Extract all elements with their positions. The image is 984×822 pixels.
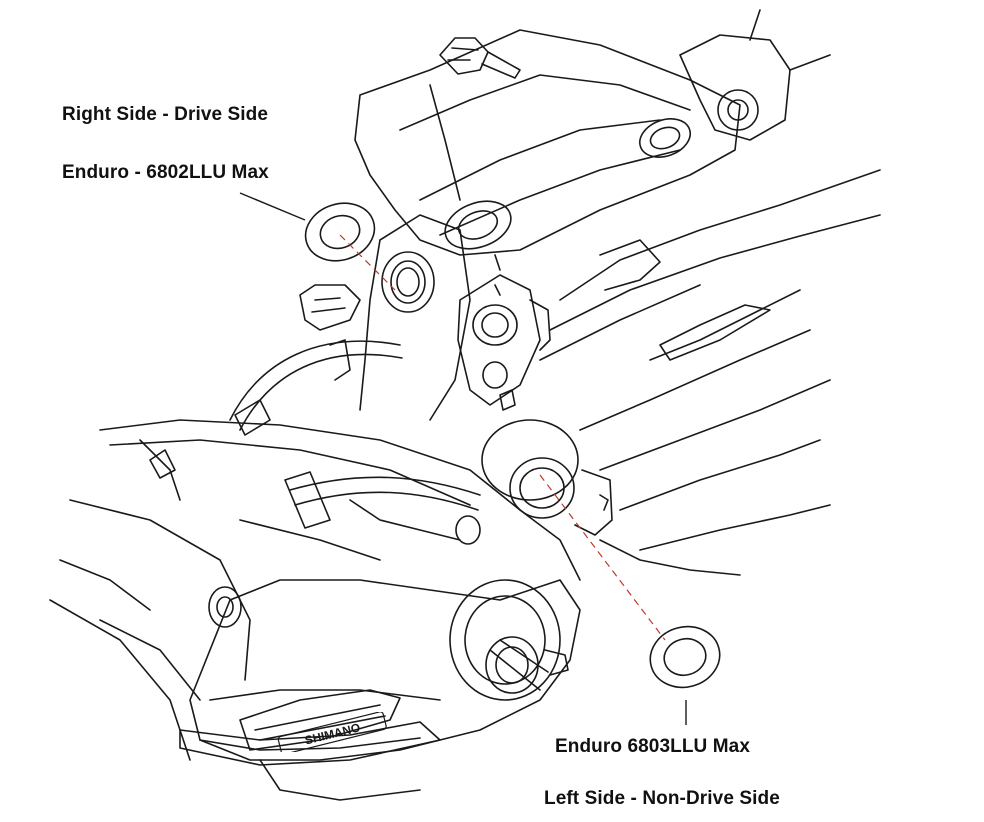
cable-routing <box>229 340 481 529</box>
install-guide-lines <box>339 234 666 641</box>
bearing-6802-icon <box>304 202 376 262</box>
cable-guide-left <box>299 284 361 381</box>
seat-tube <box>359 214 501 421</box>
leader-lines <box>239 192 687 725</box>
down-tube <box>49 419 581 761</box>
main-pivot-bore <box>481 419 613 536</box>
shimano-logo: SHIMANO <box>277 712 387 752</box>
chainstay <box>539 169 881 576</box>
bracket-plate <box>457 274 551 411</box>
label-right-side: Right Side - Drive Side <box>62 104 269 125</box>
label-left-side: Left Side - Non-Drive Side <box>544 788 780 809</box>
shimano-logo-text: SHIMANO <box>303 720 361 747</box>
label-left-bearing: Enduro 6803LLU Max <box>555 736 751 757</box>
rocker-bolt <box>439 37 521 79</box>
motor-spindle <box>449 579 569 701</box>
motor-housing <box>179 515 581 801</box>
rear-pivot <box>679 9 831 141</box>
rocker-link <box>354 29 741 256</box>
leader-line-right <box>239 192 306 221</box>
label-right-bearing: Enduro - 6802LLU Max <box>62 162 269 183</box>
bearing-6803-icon <box>649 625 721 689</box>
